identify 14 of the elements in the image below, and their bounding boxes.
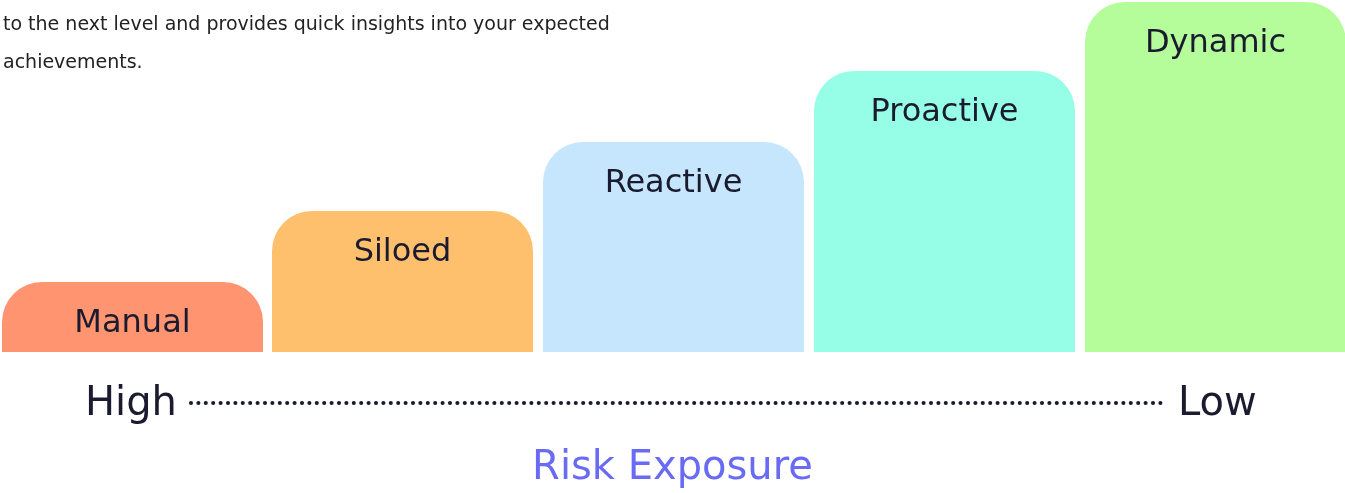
scale-label: High — [85, 378, 177, 424]
axis-title: Risk Exposure — [532, 442, 813, 488]
scale-label: Low — [1178, 378, 1257, 424]
level-label: Manual — [74, 302, 191, 340]
level-block — [1085, 2, 1345, 352]
level-label: Reactive — [604, 162, 743, 200]
level-block — [543, 142, 804, 352]
level-block — [2, 282, 263, 352]
level-block — [272, 211, 533, 352]
level-label: Proactive — [870, 91, 1019, 129]
level-block — [814, 71, 1075, 352]
level-label: Siloed — [353, 231, 452, 269]
level-label: Dynamic — [1144, 22, 1287, 60]
description-text: to the next level and provides quick insights into your expected achievements. — [3, 11, 611, 74]
